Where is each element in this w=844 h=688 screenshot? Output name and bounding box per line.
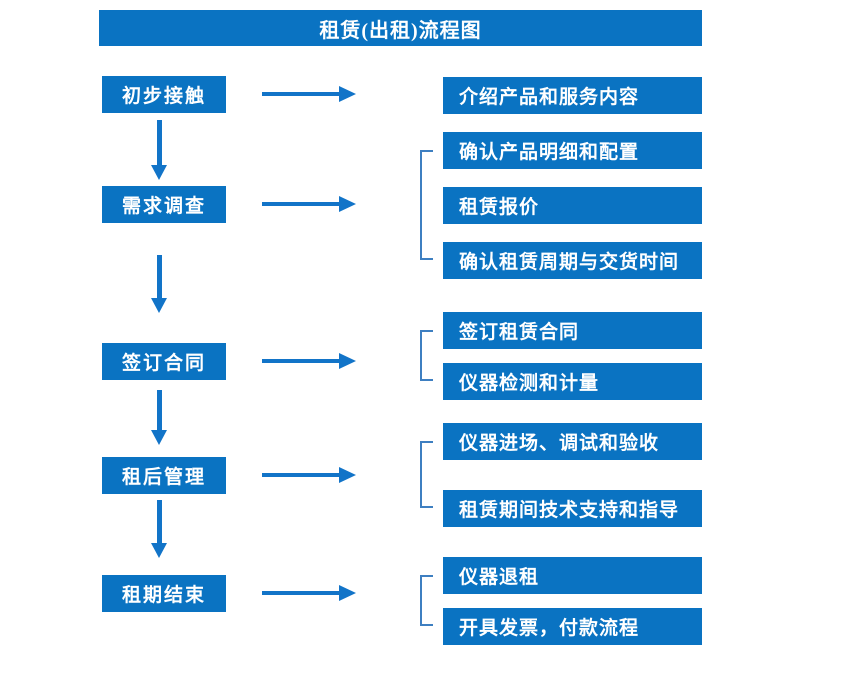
output-box-instrument-testing: 仪器检测和计量 [443,363,702,400]
output-box-instrument-return: 仪器退租 [443,557,702,594]
output-box-instrument-delivery: 仪器进场、调试和验收 [443,423,702,460]
output-box-invoice-payment: 开具发票，付款流程 [443,608,702,645]
output-box-rental-quote: 租赁报价 [443,187,702,224]
arrow-stem [262,591,340,595]
arrow-down-icon [151,255,167,313]
step-box-demand-survey: 需求调查 [102,186,226,223]
step-box-post-rental-management: 租后管理 [102,457,226,494]
arrow-down-icon [151,390,167,445]
arrow-head [339,196,356,212]
arrow-right-icon [262,467,356,483]
arrow-stem [157,500,162,543]
arrow-stem [262,92,340,96]
arrow-head [339,86,356,102]
arrow-head [339,353,356,369]
arrow-right-icon [262,585,356,601]
arrow-head [151,165,167,180]
arrow-stem [262,359,340,363]
arrow-stem [262,473,340,477]
output-box-sign-rental-contract: 签订租赁合同 [443,312,702,349]
arrow-right-icon [262,353,356,369]
group-bracket [420,575,433,626]
arrow-down-icon [151,500,167,558]
arrow-head [339,585,356,601]
arrow-stem [157,255,162,298]
group-bracket [420,441,433,508]
arrow-stem [157,120,162,165]
group-bracket [420,150,433,260]
diagram-title: 租赁(出租)流程图 [99,10,702,46]
output-box-introduce-products: 介绍产品和服务内容 [443,77,702,114]
step-box-rental-end: 租期结束 [102,575,226,612]
arrow-stem [262,202,340,206]
arrow-head [151,298,167,313]
output-box-confirm-product-details: 确认产品明细和配置 [443,132,702,169]
arrow-head [151,543,167,558]
arrow-down-icon [151,120,167,180]
arrow-head [151,430,167,445]
arrow-right-icon [262,196,356,212]
output-box-confirm-rental-period: 确认租赁周期与交货时间 [443,242,702,279]
arrow-head [339,467,356,483]
step-box-initial-contact: 初步接触 [102,76,226,113]
output-box-technical-support: 租赁期间技术支持和指导 [443,490,702,527]
arrow-right-icon [262,86,356,102]
group-bracket [420,330,433,381]
step-box-sign-contract: 签订合同 [102,343,226,380]
arrow-stem [157,390,162,430]
